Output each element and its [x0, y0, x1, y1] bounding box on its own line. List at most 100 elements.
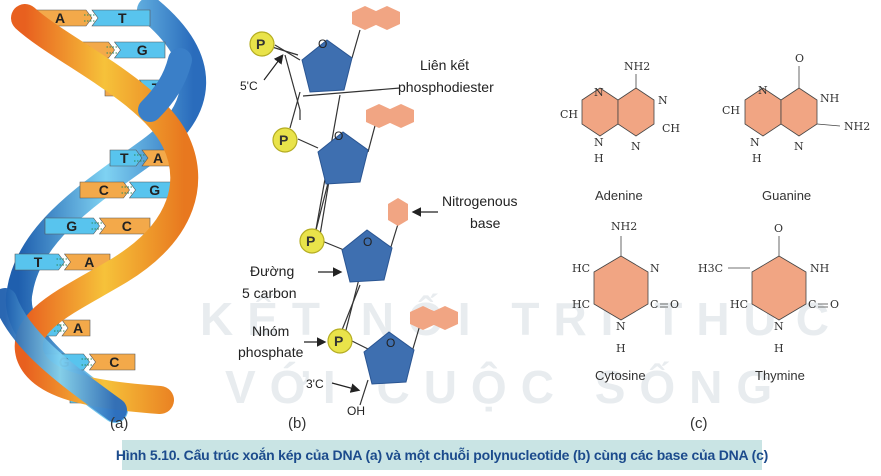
svg-text:N: N	[750, 136, 760, 149]
hydrogen-bond	[56, 258, 69, 266]
phosphodiester-label-1: Liên kết	[420, 57, 469, 73]
svg-text:CH: CH	[722, 104, 740, 117]
base-hexagon-1b	[374, 6, 400, 30]
svg-text:HC: HC	[572, 262, 590, 275]
svg-text:N: N	[650, 262, 660, 275]
svg-text:N: N	[594, 86, 604, 99]
base-letter-left: A	[55, 10, 65, 26]
base-hexagon-3	[388, 198, 408, 226]
sugar-1: O	[301, 37, 353, 93]
base-letter-left: T	[120, 150, 129, 166]
orange-strand	[11, 4, 199, 414]
cytosine-name: Cytosine	[595, 368, 646, 383]
base-letter-right: G	[149, 182, 160, 198]
base-right	[61, 319, 91, 337]
base-letter-right: C	[109, 354, 119, 370]
svg-text:O: O	[334, 129, 343, 143]
prime5-label: 5'C	[240, 79, 258, 93]
svg-text:H: H	[616, 342, 626, 355]
hydrogen-bond	[81, 358, 94, 366]
phosphate-2: P	[272, 127, 298, 153]
hydrogen-bond	[84, 14, 96, 22]
panel-label-c: (c)	[690, 415, 708, 432]
base-hexagon-4b	[432, 306, 458, 330]
base-right	[98, 217, 151, 235]
base-right	[88, 353, 136, 371]
svg-text:N: N	[794, 140, 804, 153]
phosphate-3: P	[299, 228, 325, 254]
sugar-label-2: 5 carbon	[242, 285, 296, 301]
thymine-structure: O H3C HC NH C O N H Thymine	[698, 222, 839, 383]
svg-text:HC: HC	[730, 298, 748, 311]
hydrogen-bond	[91, 222, 104, 230]
polynucleotide-chain: O O O O P P	[238, 6, 518, 418]
svg-text:O: O	[363, 235, 372, 249]
svg-text:O: O	[830, 298, 839, 311]
svg-text:N: N	[616, 320, 626, 333]
base-letter-left: T	[34, 254, 43, 270]
base-right	[91, 9, 151, 27]
base-right	[128, 181, 176, 199]
svg-text:O: O	[318, 37, 327, 51]
figure-caption: Hình 5.10. Cấu trúc xoắn kép của DNA (a)…	[116, 440, 768, 470]
blue-strand-front	[138, 48, 192, 122]
svg-text:N: N	[758, 84, 768, 97]
hydrogen-bond	[134, 154, 146, 162]
base-letter-right: A	[73, 320, 83, 336]
phosphate-label-1: Nhóm	[252, 323, 289, 339]
svg-text:NH2: NH2	[611, 220, 637, 233]
svg-text:NH2: NH2	[624, 60, 650, 73]
guanine-structure: O N CH N H NH NH2 N Guanine	[722, 52, 870, 203]
svg-text:O: O	[774, 222, 783, 235]
base-right	[113, 41, 166, 59]
base-letter-right: T	[118, 10, 127, 26]
base-hexagon-2	[366, 104, 392, 128]
svg-text:H: H	[774, 342, 784, 355]
svg-text:CH: CH	[560, 108, 578, 121]
panel-label-a: (a)	[110, 415, 128, 432]
thymine-name: Thymine	[755, 368, 805, 383]
hydrogen-bond	[121, 186, 134, 194]
base-letter-left: G	[66, 218, 77, 234]
hydrogen-bond	[54, 324, 66, 332]
svg-text:P: P	[279, 132, 288, 148]
hydrogen-bond	[106, 46, 119, 54]
svg-text:HC: HC	[572, 298, 590, 311]
svg-text:CH: CH	[662, 122, 680, 135]
svg-text:O: O	[386, 336, 395, 350]
svg-text:P: P	[306, 233, 315, 249]
base-letter-right: A	[153, 150, 163, 166]
base-left	[109, 149, 143, 167]
phosphate-label-2: phosphate	[238, 344, 304, 360]
adenine-name: Adenine	[595, 188, 643, 203]
oh-label: OH	[347, 404, 365, 418]
base-right	[63, 253, 111, 271]
watermark-line-2: VỚI CUỘC SỐNG	[225, 361, 787, 413]
sugar-3: O	[341, 229, 393, 283]
svg-text:NH: NH	[810, 262, 829, 275]
svg-text:P: P	[334, 333, 343, 349]
guanine-name: Guanine	[762, 188, 811, 203]
adenine-structure: NH2 N CH N H N CH N Adenine	[560, 60, 680, 203]
base-left	[44, 217, 100, 235]
phosphate-4: P	[327, 328, 353, 354]
sugar-2: O	[317, 129, 369, 185]
svg-text:NH2: NH2	[844, 120, 870, 133]
svg-text:N: N	[774, 320, 784, 333]
svg-text:H3C: H3C	[698, 262, 723, 275]
base-hexagon-1	[352, 6, 378, 30]
base-label-1: Nitrogenous	[442, 193, 518, 209]
cytosine-structure: NH2 HC HC N C O N H Cytosine	[572, 220, 679, 383]
sugar-4: O	[363, 331, 415, 385]
caption-text: Hình 5.10. Cấu trúc xoắn kép của DNA (a)…	[115, 447, 769, 463]
base-label-2: base	[470, 215, 501, 231]
base-hexagon-2b	[388, 104, 414, 128]
phosphate-1: P	[249, 31, 275, 57]
